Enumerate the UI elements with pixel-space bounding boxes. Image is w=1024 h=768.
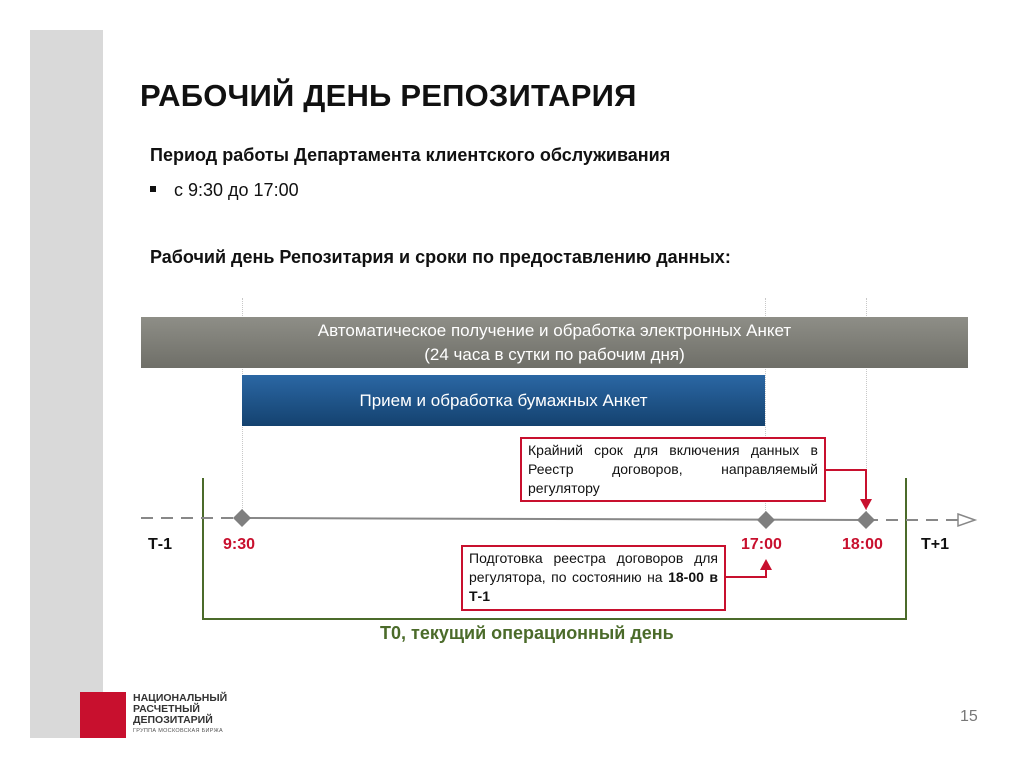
auto-bar-line1: Автоматическое получение и обработка эле…	[317, 320, 792, 340]
guide-line-1800	[866, 298, 867, 518]
label-time-930: 9:30	[223, 536, 256, 553]
prep-note-text: Подготовка реестра договоров для регулят…	[469, 550, 718, 585]
timeline-arrow-icon	[957, 512, 978, 528]
deadline-note: Крайний срок для включения данных в Реес…	[520, 437, 826, 502]
logo-line1: НАЦИОНАЛЬНЫЙ	[133, 692, 228, 704]
hours-text: с 9:30 до 17:00	[174, 180, 299, 200]
label-time-1700: 17:00	[741, 536, 782, 553]
section2-heading: Рабочий день Репозитария и сроки по пред…	[150, 247, 731, 267]
section1-heading: Период работы Департамента клиентского о…	[150, 145, 671, 165]
logo-line3: ДЕПОЗИТАРИЙ	[133, 714, 213, 726]
paper-bar-label: Прием и обработка бумажных Анкет	[359, 390, 648, 410]
logo-box	[80, 692, 126, 738]
bullet-icon	[150, 186, 156, 193]
auto-bar-line2: (24 часа в сутки по рабочим дня)	[424, 344, 685, 364]
logo-text: НАЦИОНАЛЬНЫЙ РАСЧЕТНЫЙ ДЕПОЗИТАРИЙ	[133, 693, 227, 726]
logo-line2: РАСЧЕТНЫЙ	[133, 703, 200, 715]
t0-label: Т0, текущий операционный день	[380, 623, 674, 643]
prep-note-bold: 18-00 в Т-1	[469, 569, 719, 604]
auto-processing-bar: Автоматическое получение и обработка эле…	[141, 317, 968, 368]
label-time-1800: 18:00	[842, 536, 883, 553]
label-t-plus-1: Т+1	[921, 536, 950, 553]
page-title: РАБОЧИЙ ДЕНЬ РЕПОЗИТАРИЯ	[140, 78, 637, 113]
t0-bracket	[202, 478, 907, 620]
label-t-minus-1: Т-1	[148, 536, 172, 553]
left-sidebar-decor	[30, 30, 103, 738]
logo-subtitle: ГРУППА МОСКОВСКАЯ БИРЖА	[133, 728, 224, 734]
guide-line-1700	[765, 298, 766, 518]
hours-bullet: с 9:30 до 17:00	[150, 180, 299, 201]
page-number: 15	[960, 708, 978, 725]
prep-note: Подготовка реестра договоров для регулят…	[461, 545, 726, 611]
paper-processing-bar: Прием и обработка бумажных Анкет	[242, 375, 765, 426]
